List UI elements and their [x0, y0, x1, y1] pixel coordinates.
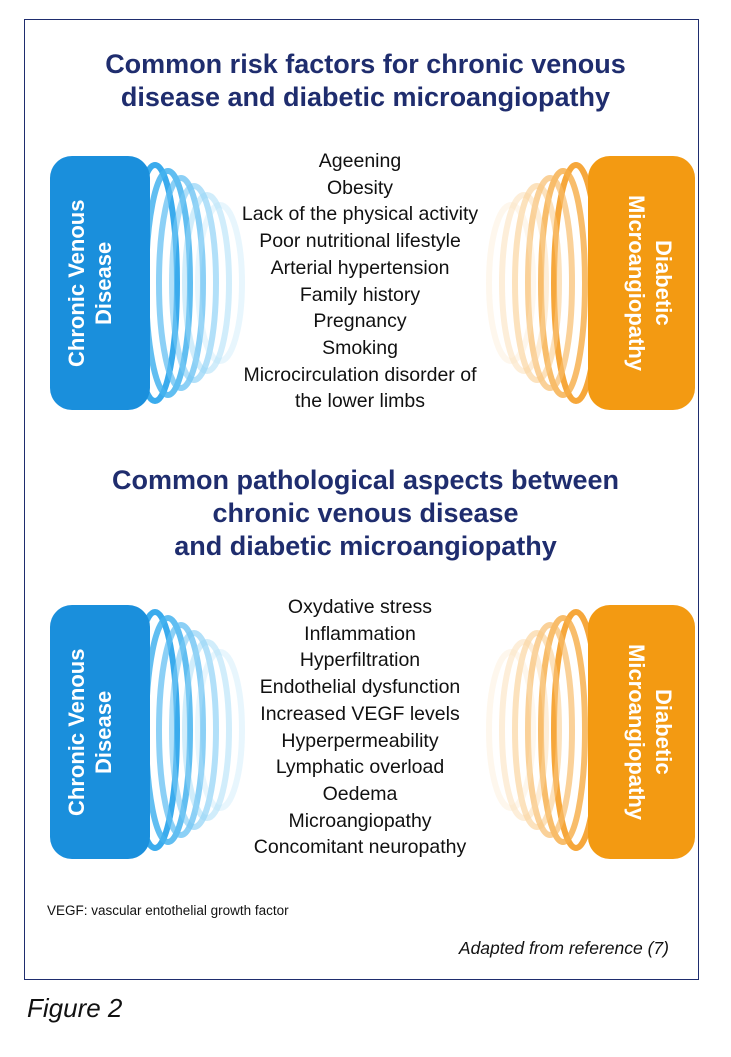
list-item: Ageening [318, 150, 402, 172]
list-item: Arterial hypertension [270, 256, 450, 279]
risk-factor-list: Ageening Obesity Lack of the physical ac… [160, 148, 560, 415]
left-label-chronic-venous-disease: Chronic Venous Disease [63, 621, 137, 843]
list-item: Lymphatic overload [275, 756, 445, 779]
list-item: Pregnancy [313, 310, 407, 333]
section1-shapes [50, 156, 695, 410]
left-label-line: Chronic Venous [64, 648, 89, 816]
right-block [588, 605, 695, 859]
pathological-aspects-list: Oxydative stress Inflammation Hyperfiltr… [160, 594, 560, 861]
section2-title-line: chronic venous disease [212, 498, 519, 528]
left-label-chronic-venous-disease: Chronic Venous Disease [63, 172, 137, 394]
left-block [50, 156, 150, 410]
right-label-diabetic-microangiopathy: Diabetic Microangiopathy [603, 621, 677, 843]
list-item: Family history [299, 283, 421, 306]
section1-title-line: disease and diabetic microangiopathy [120, 82, 611, 112]
section1-title: Common risk factors for chronic venous d… [0, 48, 731, 114]
list-item: Poor nutritional lifestyle [259, 230, 461, 253]
section2-title-line: and diabetic microangiopathy [174, 531, 557, 561]
section2-title-line: Common pathological aspects between [111, 465, 620, 495]
section2-shapes [50, 605, 695, 859]
list-item: Lack of the physical activity [241, 203, 479, 226]
list-item: Endothelial dysfunction [259, 676, 461, 699]
figure-caption: Figure 2 [27, 993, 123, 1023]
section1-diagram: Chronic Venous Disease Diabetic Microang… [0, 148, 731, 418]
figure-frame [24, 19, 699, 980]
list-item: Microcirculation disorder of [243, 363, 477, 386]
left-label-line: Chronic Venous [64, 199, 89, 367]
list-item: Hyperfiltration [299, 649, 421, 672]
section2-title: Common pathological aspects between chro… [0, 464, 731, 563]
list-item: Oedema [322, 782, 398, 805]
list-item: the lower limbs [294, 390, 426, 413]
list-item: Oxydative stress [287, 596, 433, 618]
right-label-diabetic-microangiopathy: Diabetic Microangiopathy [603, 172, 677, 394]
list-item: Increased VEGF levels [260, 702, 460, 725]
section2-diagram: Chronic Venous Disease Diabetic Microang… [0, 595, 731, 865]
list-item: Obesity [326, 176, 394, 199]
section1-title-line: Common risk factors for chronic venous [105, 49, 626, 79]
list-item: Hyperpermeability [281, 729, 439, 752]
list-item: Inflammation [304, 622, 416, 645]
list-item: Smoking [322, 336, 398, 359]
left-label-line: Disease [91, 690, 116, 774]
right-block [588, 156, 695, 410]
source-note: Adapted from reference (7) [458, 938, 669, 958]
right-label-line: Microangiopathy [624, 194, 649, 371]
right-label-line: Diabetic [651, 240, 676, 326]
footnote: VEGF: vascular entothelial growth factor [47, 903, 289, 918]
left-block [50, 605, 150, 859]
left-label-line: Disease [91, 241, 116, 325]
right-label-line: Diabetic [651, 689, 676, 775]
list-item: Concomitant neuropathy [253, 836, 467, 859]
list-item: Microangiopathy [288, 809, 432, 832]
right-label-line: Microangiopathy [624, 643, 649, 820]
